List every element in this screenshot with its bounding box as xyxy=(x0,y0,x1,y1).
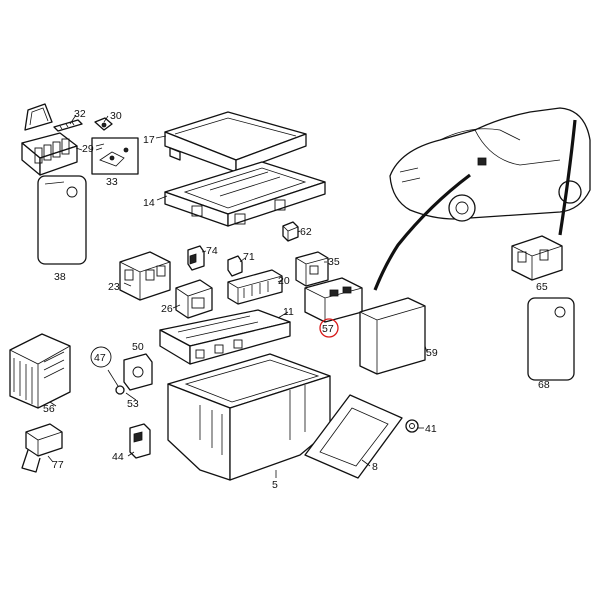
label-59: 59 xyxy=(426,347,438,359)
label-38: 38 xyxy=(54,271,66,283)
label-62: 62 xyxy=(300,226,312,238)
label-32: 32 xyxy=(74,108,86,120)
label-30: 30 xyxy=(110,110,122,122)
part-35-relay xyxy=(295,251,329,287)
part-20-fuse-row xyxy=(227,269,283,305)
part-77-relay-bracket xyxy=(21,423,63,473)
label-14: 14 xyxy=(143,197,155,209)
part-50-bracket xyxy=(123,353,153,391)
label-11: 11 xyxy=(283,306,294,318)
label-57: 57 xyxy=(322,323,334,335)
label-50: 50 xyxy=(132,341,144,353)
label-47: 47 xyxy=(94,352,106,364)
part-44-plug xyxy=(129,423,151,459)
part-47-screw xyxy=(107,369,125,395)
label-41: 41 xyxy=(425,423,437,435)
part-30-clip xyxy=(94,117,113,131)
label-33: 33 xyxy=(106,176,118,188)
label-20: 20 xyxy=(278,275,290,287)
part-38-label-card xyxy=(37,175,87,265)
part-68-label-card xyxy=(527,297,575,381)
label-8: 8 xyxy=(372,461,378,473)
label-68: 68 xyxy=(538,379,550,391)
part-41-nut xyxy=(405,419,419,433)
part-8-gasket xyxy=(304,394,403,479)
part-65-relay-block xyxy=(511,235,563,281)
car-illustration xyxy=(389,107,591,222)
arrow-to-part-57 xyxy=(373,173,471,291)
label-71: 71 xyxy=(243,251,255,263)
part-74-connector xyxy=(187,245,205,271)
label-26: 26 xyxy=(161,303,173,315)
label-47-circle xyxy=(90,346,112,368)
label-56: 56 xyxy=(43,403,55,415)
part-23-relay-block xyxy=(119,251,171,301)
part-59-cover-plate xyxy=(359,297,426,375)
part-29-fuse-holder xyxy=(21,103,78,176)
part-number-labels: 32 30 29 17 33 14 62 38 74 71 35 23 20 6… xyxy=(43,108,550,491)
part-14-frame xyxy=(164,161,326,227)
label-35: 35 xyxy=(328,256,340,268)
arrow-to-part-65 xyxy=(558,119,577,236)
leader-lines xyxy=(47,114,428,478)
label-65: 65 xyxy=(536,281,548,293)
part-71-connector xyxy=(227,255,243,277)
part-5-main-housing xyxy=(167,353,331,481)
part-17-cover-lid xyxy=(164,111,307,173)
part-33-detail-box xyxy=(91,137,139,175)
label-17: 17 xyxy=(143,134,155,146)
label-23: 23 xyxy=(108,281,120,293)
label-29: 29 xyxy=(82,143,94,155)
part-26-plug xyxy=(175,279,213,319)
label-74: 74 xyxy=(206,245,218,257)
label-57-highlight-circle xyxy=(319,318,339,338)
part-62-relay xyxy=(282,221,299,242)
label-53: 53 xyxy=(127,398,139,410)
part-56-control-module xyxy=(9,333,71,409)
part-11-relay-carrier xyxy=(159,309,291,365)
part-32-fuse-strip xyxy=(53,119,83,132)
label-44: 44 xyxy=(112,451,124,463)
label-5: 5 xyxy=(272,479,278,491)
label-77: 77 xyxy=(52,459,64,471)
